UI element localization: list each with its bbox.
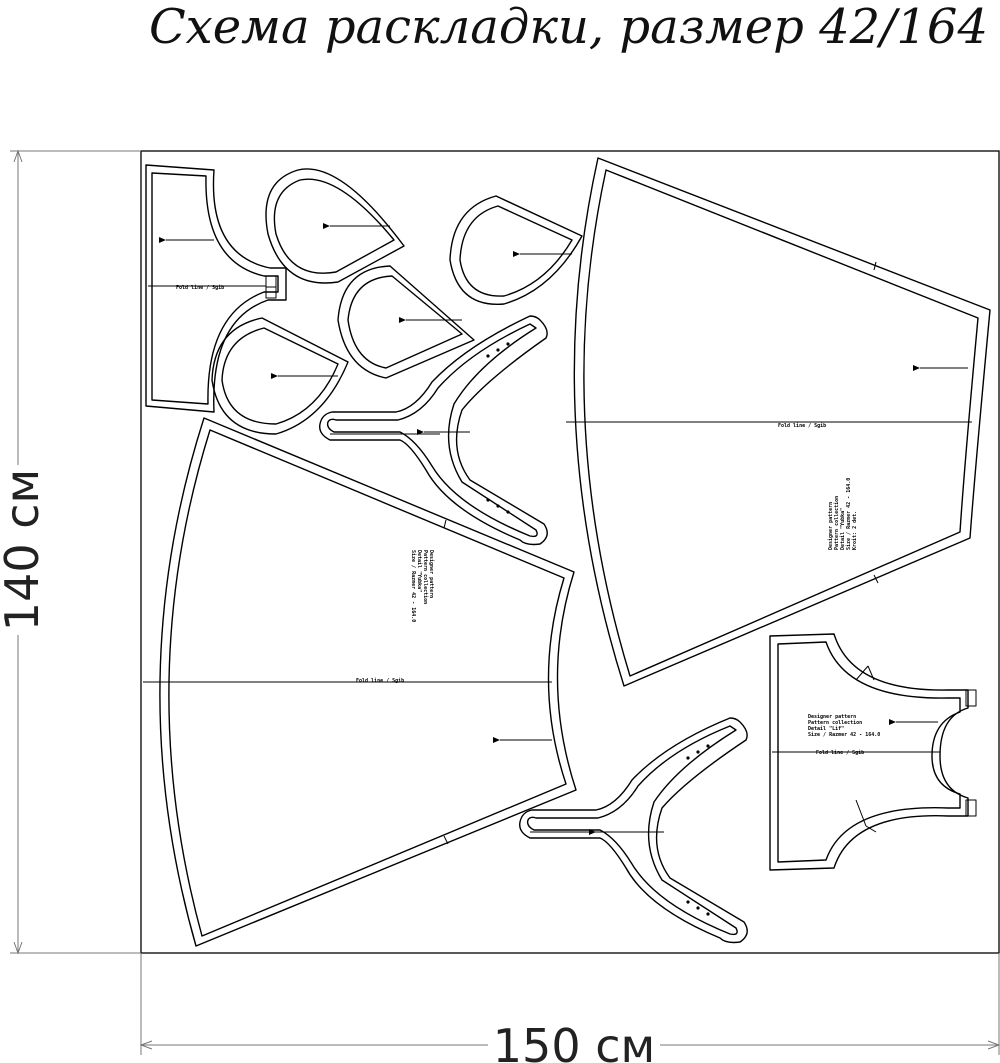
svg-text:Detail "Yubka": Detail "Yubka" bbox=[416, 550, 422, 592]
sleeve-piece-b bbox=[449, 195, 583, 305]
svg-text:Pattern collection: Pattern collection bbox=[834, 496, 840, 550]
svg-text:Designer pattern: Designer pattern bbox=[428, 550, 434, 598]
strap-piece-1 bbox=[319, 315, 548, 546]
fabric-boundary bbox=[140, 150, 1000, 954]
size-line-left: Size / Razmer 42 - 164.0 bbox=[410, 550, 416, 622]
fold-label-bodice-bottom: Fold line / Sgib bbox=[816, 750, 864, 756]
height-label: 140 см bbox=[0, 469, 49, 631]
skirt-panel-right bbox=[566, 157, 991, 687]
sleeve-piece-d bbox=[211, 317, 349, 435]
strap-piece-2 bbox=[519, 717, 748, 944]
svg-text:Detail "Lif": Detail "Lif" bbox=[808, 726, 844, 732]
svg-text:Designer pattern: Designer pattern bbox=[808, 714, 856, 720]
height-dimension bbox=[10, 149, 141, 955]
fold-label-left: Fold line / Sgib bbox=[356, 678, 404, 684]
skirt-panel-left bbox=[143, 417, 577, 947]
svg-text:Designer pattern: Designer pattern bbox=[828, 502, 834, 550]
width-label: 150 см bbox=[493, 1019, 655, 1063]
sleeve-piece-c bbox=[337, 265, 475, 379]
piece-info-left: Designer pattern Pattern collection Deta… bbox=[410, 550, 434, 622]
svg-text:Kroit: 2 det.: Kroit: 2 det. bbox=[852, 511, 858, 550]
size-line-right: Size / Razmer 42 - 164.0 bbox=[846, 478, 852, 550]
fold-label-right: Fold line / Sgib bbox=[778, 423, 826, 429]
fold-label-bodice-top: Fold line / Sgib bbox=[176, 285, 224, 291]
piece-info-right: Designer pattern Pattern collection Deta… bbox=[828, 478, 858, 550]
svg-text:Pattern collection: Pattern collection bbox=[808, 720, 862, 726]
bodice-piece-top-left bbox=[145, 164, 287, 413]
svg-text:Pattern collection: Pattern collection bbox=[422, 550, 428, 604]
sleeve-piece-a bbox=[265, 168, 405, 284]
piece-info-bodice-bottom: Designer pattern Pattern collection Deta… bbox=[808, 714, 880, 738]
page-title: Схема раскладки, размер 42/164 bbox=[148, 0, 988, 55]
width-dimension bbox=[139, 953, 1000, 1055]
bodice-piece-bottom-right bbox=[769, 633, 977, 871]
size-line-bodice-bottom: Size / Razmer 42 - 164.0 bbox=[808, 732, 880, 738]
svg-text:Detail "Yubka": Detail "Yubka" bbox=[840, 508, 846, 550]
strap-notches bbox=[486, 342, 710, 916]
